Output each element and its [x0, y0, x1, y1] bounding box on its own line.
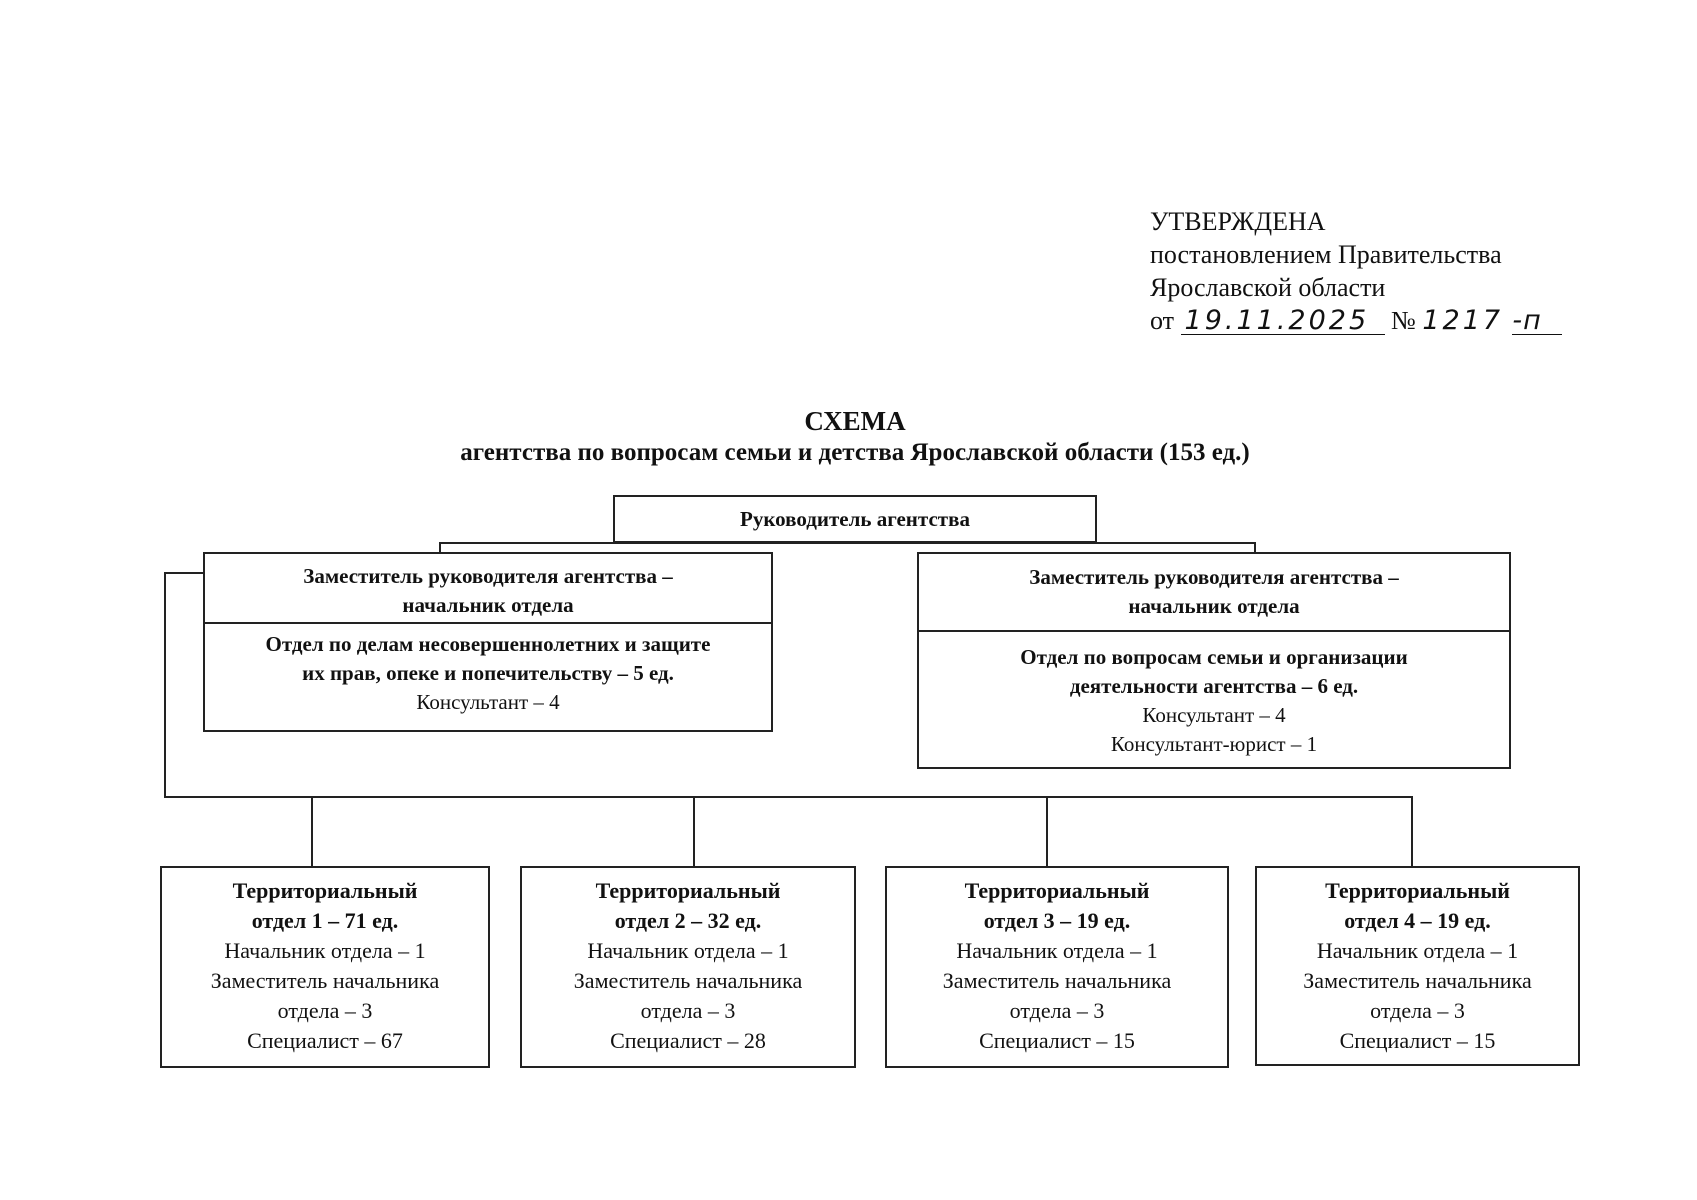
department-name-line: деятельности агентства – 6 ед. — [1069, 674, 1359, 698]
deputy-title-line: Заместитель руководителя агентства – — [303, 564, 673, 588]
handwritten-number: 1217 — [1422, 305, 1504, 336]
connector-head-to-deputies — [439, 542, 1256, 552]
territorial-head: Начальник отдела – 1 — [1316, 938, 1519, 963]
territorial-deputy: отдела – 3 — [640, 998, 736, 1023]
territorial-unit: отдел 4 – 19 ед. — [1344, 908, 1491, 933]
territorial-head: Начальник отдела – 1 — [956, 938, 1158, 963]
approval-line-1: постановлением Правительства — [1150, 240, 1502, 269]
territorial-specialists: Специалист – 15 — [1339, 1028, 1496, 1053]
territorial-deputy: отдела – 3 — [1009, 998, 1105, 1023]
connector-left-bus — [164, 572, 1413, 866]
approval-line-2: Ярославской области — [1150, 273, 1386, 302]
deputy-title-line: начальник отдела — [1128, 594, 1300, 618]
deputy-title-2: Заместитель руководителя агентства – нач… — [919, 554, 1509, 630]
handwritten-number-suffix: -п — [1512, 307, 1563, 335]
date-prefix: от — [1150, 306, 1175, 335]
approval-date-line: от 19.11.2025 № 1217 -п — [1150, 304, 1563, 337]
territorial-head: Начальник отдела – 1 — [587, 938, 789, 963]
deputy-title-line: Заместитель руководителя агентства – — [1029, 565, 1399, 589]
scheme-title: СХЕМА — [804, 406, 906, 436]
territorial-specialists: Специалист – 28 — [610, 1028, 766, 1053]
deputy-box-1: Заместитель руководителя агентства – нач… — [203, 552, 773, 732]
territorial-deputy: Заместитель начальника — [573, 968, 803, 993]
territorial-name: Территориальный — [1325, 878, 1510, 903]
department-name-line: Отдел по делам несовершеннолетних и защи… — [265, 632, 711, 656]
deputy-title-line: начальник отдела — [402, 593, 574, 617]
territorial-name: Территориальный — [232, 878, 418, 903]
territorial-name: Территориальный — [595, 878, 781, 903]
approval-block: УТВЕРЖДЕНА постановлением Правительства … — [1150, 205, 1563, 337]
staff-line: Консультант – 4 — [416, 690, 560, 714]
territorial-box-2: Территориальный отдел 2 – 32 ед. Начальн… — [520, 866, 856, 1068]
territorial-box-3: Территориальный отдел 3 – 19 ед. Начальн… — [885, 866, 1229, 1068]
head-of-agency-box: Руководитель агентства — [613, 495, 1097, 543]
handwritten-date: 19.11.2025 — [1180, 307, 1385, 335]
territorial-unit: отдел 3 – 19 ед. — [983, 908, 1131, 933]
territorial-specialists: Специалист – 15 — [979, 1028, 1135, 1053]
department-name-line: их прав, опеке и попечительству – 5 ед. — [302, 661, 674, 685]
territorial-box-4: Территориальный отдел 4 – 19 ед. Начальн… — [1255, 866, 1580, 1066]
staff-line: Консультант-юрист – 1 — [1110, 732, 1318, 756]
department-2: Отдел по вопросам семьи и организации де… — [919, 630, 1509, 759]
deputy-title-1: Заместитель руководителя агентства – нач… — [205, 554, 771, 622]
territorial-specialists: Специалист – 67 — [247, 1028, 403, 1053]
approval-status: УТВЕРЖДЕНА — [1150, 207, 1326, 236]
territorial-deputy: Заместитель начальника — [210, 968, 440, 993]
deputy-box-2: Заместитель руководителя агентства – нач… — [917, 552, 1511, 769]
territorial-deputy: Заместитель начальника — [1303, 968, 1532, 993]
scheme-subtitle: агентства по вопросам семьи и детства Яр… — [460, 439, 1250, 466]
territorial-box-1: Территориальный отдел 1 – 71 ед. Начальн… — [160, 866, 490, 1068]
staff-line: Консультант – 4 — [1142, 703, 1286, 727]
territorial-deputy: Заместитель начальника — [942, 968, 1172, 993]
territorial-unit: отдел 1 – 71 ед. — [251, 908, 399, 933]
number-prefix: № — [1391, 306, 1416, 335]
territorial-name: Территориальный — [964, 878, 1150, 903]
territorial-deputy: отдела – 3 — [1370, 998, 1465, 1023]
territorial-unit: отдел 2 – 32 ед. — [614, 908, 762, 933]
territorial-deputy: отдела – 3 — [277, 998, 373, 1023]
department-1: Отдел по делам несовершеннолетних и защи… — [205, 622, 771, 717]
department-name-line: Отдел по вопросам семьи и организации — [1020, 645, 1408, 669]
territorial-head: Начальник отдела – 1 — [224, 938, 426, 963]
